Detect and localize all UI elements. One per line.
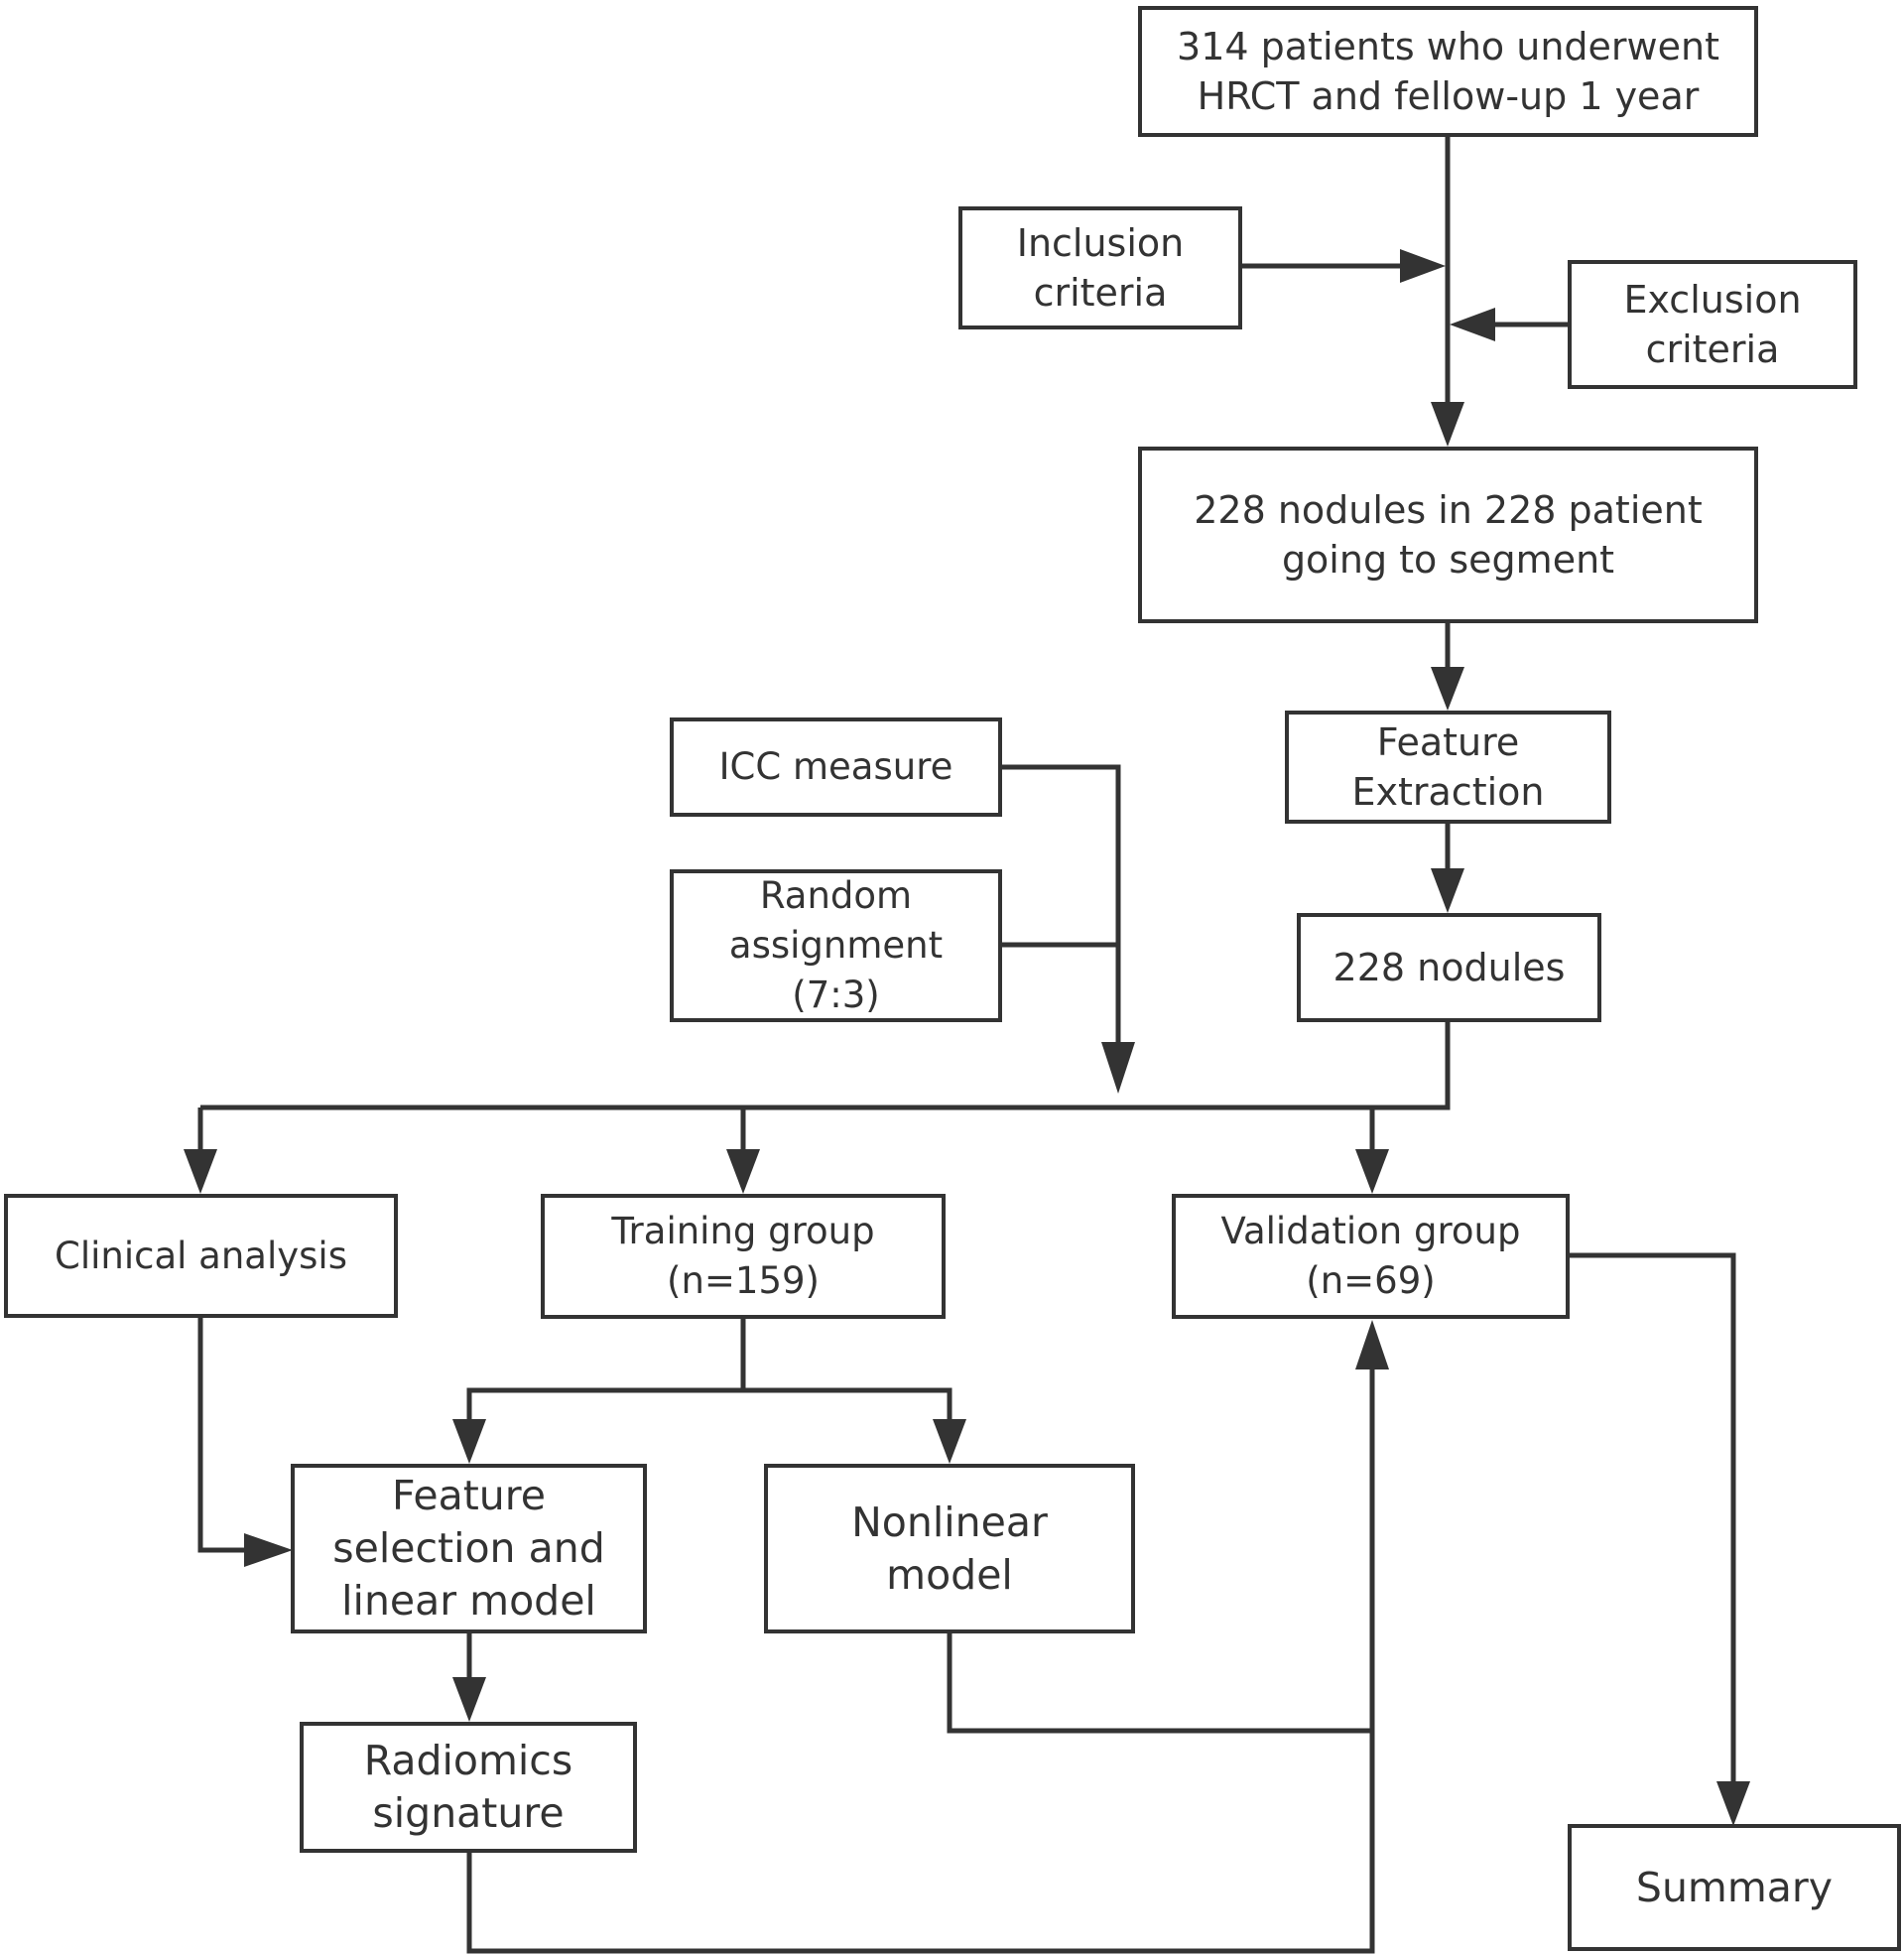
- box-segment-line1: 228 nodules in 228 patient: [1194, 488, 1703, 532]
- arrowhead-nodules: [1431, 868, 1464, 913]
- box-clinical-line1: Clinical analysis: [55, 1234, 347, 1277]
- arrowhead-nonlinear: [933, 1419, 966, 1464]
- box-feature-selection: Feature selection and linear model: [291, 1464, 647, 1633]
- box-random-line1: Random: [759, 874, 913, 917]
- connector-nonlinear-to-validation: [947, 1633, 1372, 1734]
- arrowhead-segment: [1431, 402, 1464, 447]
- box-extraction-line2: Extraction: [1351, 770, 1545, 814]
- box-nonlinear-model: Nonlinear model: [764, 1464, 1135, 1633]
- connector-icc: [1002, 764, 1121, 1052]
- box-selection-line3: linear model: [341, 1577, 596, 1625]
- box-extraction-line1: Feature: [1376, 720, 1520, 764]
- box-radiomics-line2: signature: [372, 1789, 565, 1837]
- box-patients-line2: HRCT and fellow-up 1 year: [1197, 74, 1700, 118]
- arrowhead-training: [726, 1149, 760, 1194]
- arrowhead-extraction: [1431, 667, 1464, 711]
- arrowhead-icc-random: [1101, 1042, 1135, 1094]
- box-inclusion-line1: Inclusion: [1016, 221, 1185, 265]
- box-nonlinear-line2: model: [886, 1550, 1013, 1599]
- arrowhead-clinical-selection: [244, 1533, 293, 1567]
- connector-nodules-to-bus: [200, 1022, 1451, 1110]
- box-random-line2: assignment: [728, 924, 944, 967]
- box-feature-extraction: Feature Extraction: [1285, 711, 1611, 824]
- arrowhead-radiomics: [452, 1677, 486, 1722]
- arrowhead-exclusion: [1450, 308, 1495, 341]
- box-inclusion-line2: criteria: [1033, 271, 1168, 315]
- box-patients: 314 patients who underwent HRCT and fell…: [1138, 6, 1758, 137]
- arrowhead-inclusion: [1400, 249, 1446, 283]
- arrowhead-validation-up: [1355, 1320, 1389, 1369]
- box-training-line2: (n=159): [667, 1259, 820, 1302]
- box-inclusion-criteria: Inclusion criteria: [958, 206, 1242, 329]
- box-selection-line2: selection and: [332, 1524, 605, 1572]
- box-validation-group: Validation group (n=69): [1172, 1194, 1570, 1319]
- arrowhead-summary: [1716, 1781, 1750, 1826]
- box-exclusion-line1: Exclusion: [1623, 278, 1802, 322]
- box-summary: Summary: [1568, 1824, 1901, 1951]
- connector-validation-to-summary: [1570, 1252, 1736, 1789]
- box-exclusion-criteria: Exclusion criteria: [1568, 260, 1857, 389]
- arrowhead-selection: [452, 1419, 486, 1464]
- box-random-assignment: Random assignment (7:3): [670, 869, 1002, 1022]
- box-radiomics-line1: Radiomics: [363, 1737, 573, 1784]
- box-clinical-analysis: Clinical analysis: [4, 1194, 398, 1318]
- box-patients-line1: 314 patients who underwent: [1177, 25, 1719, 68]
- connector-training-split: [466, 1319, 746, 1424]
- box-selection-line1: Feature: [392, 1472, 546, 1519]
- box-radiomics-signature: Radiomics signature: [300, 1722, 637, 1853]
- arrowhead-clinical: [184, 1149, 217, 1194]
- box-validation-line1: Validation group: [1220, 1210, 1521, 1252]
- box-icc-measure: ICC measure: [670, 717, 1002, 817]
- connector-clinical-to-selection: [197, 1318, 250, 1553]
- connector-radiomics-to-validation: [466, 1365, 1375, 1954]
- box-training-group: Training group (n=159): [541, 1194, 946, 1319]
- box-nonlinear-line1: Nonlinear: [851, 1498, 1048, 1546]
- box-training-line1: Training group: [611, 1210, 875, 1252]
- connector-training-to-nonlinear: [743, 1387, 952, 1424]
- box-icc-line1: ICC measure: [718, 745, 953, 788]
- box-validation-line2: (n=69): [1306, 1259, 1436, 1302]
- box-random-line3: (7:3): [792, 974, 880, 1016]
- box-summary-line1: Summary: [1635, 1863, 1834, 1911]
- box-nodules-line1: 228 nodules: [1333, 946, 1566, 989]
- arrowhead-validation: [1355, 1149, 1389, 1194]
- box-exclusion-line2: criteria: [1645, 327, 1780, 371]
- box-228-nodules: 228 nodules: [1297, 913, 1601, 1022]
- box-segment: 228 nodules in 228 patient going to segm…: [1138, 447, 1758, 623]
- box-segment-line2: going to segment: [1281, 538, 1615, 582]
